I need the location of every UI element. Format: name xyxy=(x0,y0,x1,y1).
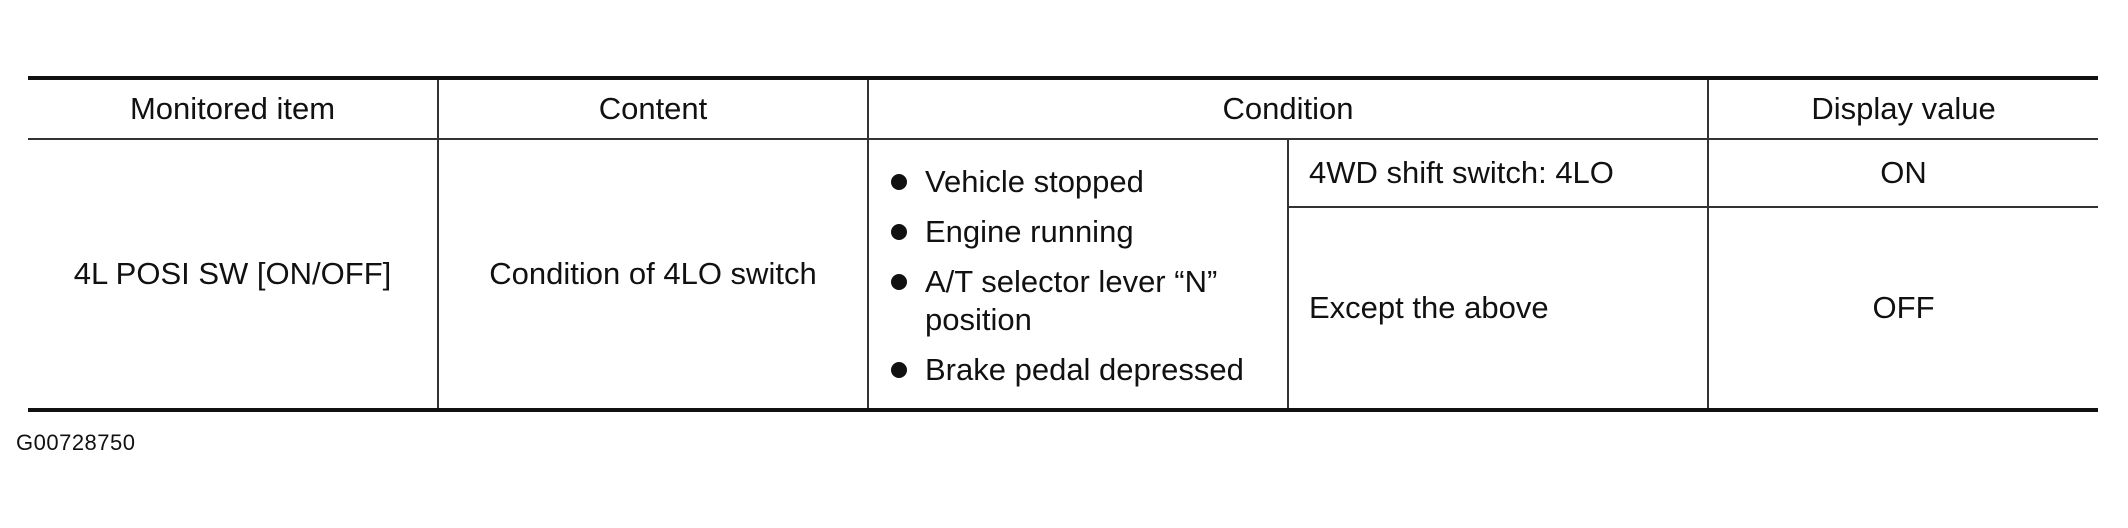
condition-text: Engine running xyxy=(925,214,1134,249)
cell-display-value-off: OFF xyxy=(1707,207,2099,410)
figure-id: G00728750 xyxy=(16,430,136,455)
condition-text: A/T selector lever “N” position xyxy=(925,264,1218,337)
condition-text: Brake pedal depressed xyxy=(925,352,1244,387)
list-item: Brake pedal depressed xyxy=(889,351,1267,389)
header-monitored-item: Monitored item xyxy=(28,78,439,140)
list-item: Vehicle stopped xyxy=(889,163,1267,201)
cell-monitored-item: 4L POSI SW [ON/OFF] xyxy=(28,139,439,410)
cell-case-condition-on: 4WD shift switch: 4LO xyxy=(1286,139,1710,208)
bullet-icon xyxy=(891,274,907,290)
cell-content: Condition of 4LO switch xyxy=(437,139,869,410)
condition-list: Vehicle stopped Engine running A/T selec… xyxy=(889,149,1267,399)
list-item: A/T selector lever “N” position xyxy=(889,263,1267,339)
bullet-icon xyxy=(891,174,907,190)
table-row: 4L POSI SW [ON/OFF] Condition of 4LO swi… xyxy=(28,139,2099,410)
header-display-value: Display value xyxy=(1707,78,2099,140)
condition-text: Vehicle stopped xyxy=(925,164,1144,199)
bullet-icon xyxy=(891,224,907,240)
table-header-row: Monitored item Content Condition Display… xyxy=(28,78,2099,140)
cell-case-condition-off: Except the above xyxy=(1288,207,1710,410)
table-row: Except the above OFF xyxy=(28,207,2099,410)
bullet-icon xyxy=(891,362,907,378)
list-item: Engine running xyxy=(889,213,1267,251)
monitor-item-table: Monitored item Content Condition Display… xyxy=(28,76,2099,412)
cell-display-value-on: ON xyxy=(1707,139,2099,208)
cell-conditions: Vehicle stopped Engine running A/T selec… xyxy=(867,139,1289,410)
header-condition: Condition xyxy=(866,78,1710,140)
header-content: Content xyxy=(437,78,869,140)
